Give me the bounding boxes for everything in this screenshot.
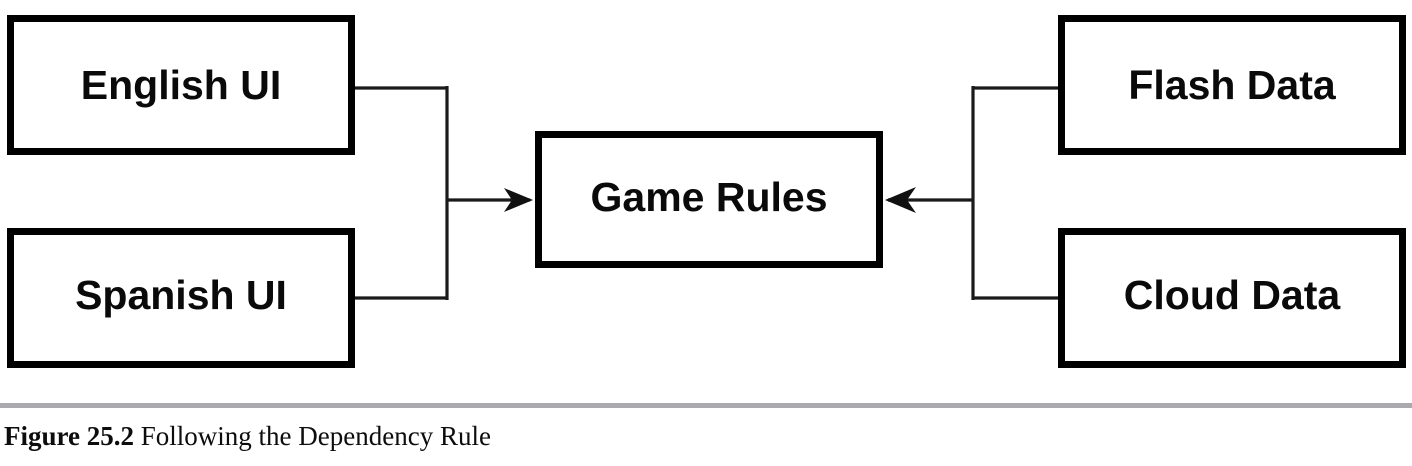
node-english-ui[interactable]: English UI (7, 15, 355, 155)
node-spanish-ui-label: Spanish UI (75, 272, 287, 318)
arrowhead-into-game-rules-right (885, 187, 916, 213)
node-cloud-data-box (1058, 228, 1406, 368)
figure-caption-text: Following the Dependency Rule (140, 421, 491, 451)
node-game-rules[interactable]: Game Rules (535, 131, 883, 268)
arrowhead-into-game-rules-left (504, 188, 533, 212)
node-flash-data-box (1058, 15, 1406, 155)
dependency-diagram: English UI Spanish UI Game Rules Flash D… (7, 15, 1406, 368)
caption-divider-rule (0, 403, 1412, 408)
figure-caption: Figure 25.2 Following the Dependency Rul… (4, 417, 1404, 455)
node-flash-data-label: Flash Data (1128, 62, 1337, 108)
node-cloud-data[interactable]: Cloud Data (1058, 228, 1406, 368)
node-cloud-data-label: Cloud Data (1124, 272, 1342, 318)
node-english-ui-label: English UI (81, 62, 281, 108)
node-game-rules-box (535, 131, 883, 268)
node-english-ui-box (7, 15, 355, 155)
node-flash-data[interactable]: Flash Data (1058, 15, 1406, 155)
node-spanish-ui[interactable]: Spanish UI (7, 228, 355, 368)
node-spanish-ui-box (7, 228, 355, 368)
node-game-rules-label: Game Rules (591, 174, 828, 220)
figure-caption-number: Figure 25.2 (4, 421, 134, 451)
